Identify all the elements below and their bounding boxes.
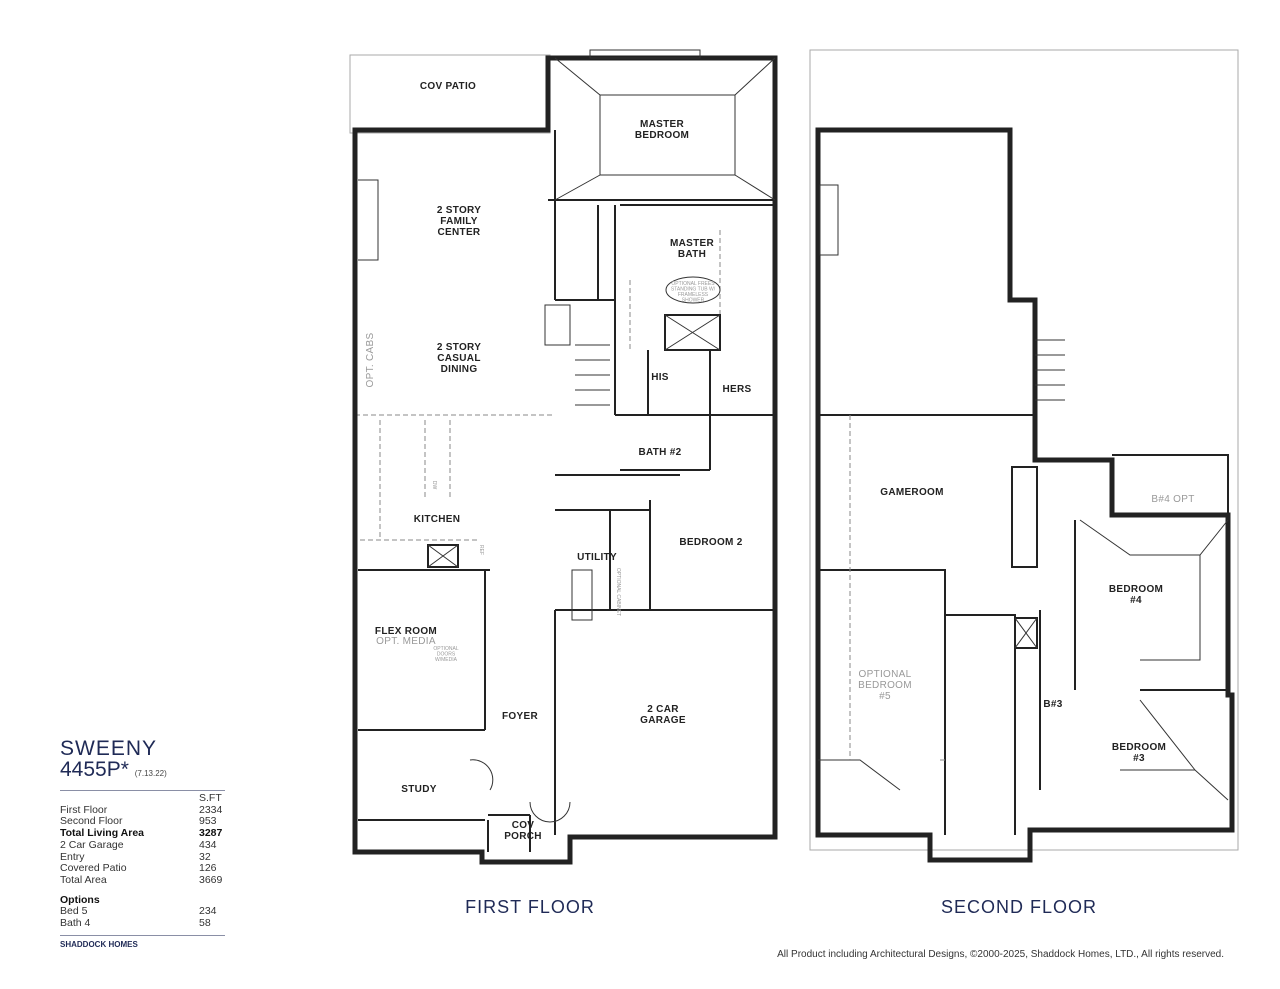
plan-code-value: 4455P* (60, 758, 129, 781)
copyright-notice: All Product including Architectural Desi… (777, 949, 1224, 960)
unit-header: S.FT (199, 792, 222, 804)
area-label: Covered Patio (60, 862, 127, 875)
area-row: Covered Patio 126 (60, 863, 225, 875)
divider (60, 934, 225, 936)
area-row: First Floor 2334 (60, 803, 225, 817)
room-label-b3: B#3 (1043, 699, 1062, 710)
area-value: 32 (199, 850, 211, 863)
divider (60, 790, 225, 791)
area-label: Total Area (60, 873, 107, 886)
area-value: 953 (199, 815, 217, 828)
room-label-utility: UTILITY (577, 552, 617, 563)
plan-info-panel: SWEENY 4455P* (7.13.22) S.FT First Floor… (60, 738, 225, 949)
room-label-kitchen: KITCHEN (414, 514, 461, 525)
room-label-cov-patio: COV PATIO (420, 81, 476, 92)
first-floor-title: FIRST FLOOR (465, 897, 595, 917)
area-value: 2334 (199, 803, 223, 816)
area-row: Entry 32 (60, 850, 225, 864)
area-value: 234 (199, 905, 217, 918)
room-label-bedroom-2: BEDROOM 2 (679, 537, 742, 548)
area-value: 3669 (199, 873, 223, 886)
area-row: Total Living Area 3287 (60, 827, 225, 840)
area-row: Total Area 3669 (60, 873, 225, 887)
area-row: Bath 4 58 (60, 917, 225, 930)
area-value: 434 (199, 838, 217, 851)
area-value: 3287 (199, 827, 223, 840)
options-header: Options (60, 893, 225, 907)
area-label: Second Floor (60, 815, 123, 828)
area-label: Entry (60, 850, 85, 863)
area-label: Bath 4 (60, 917, 91, 930)
room-label-his: HIS (651, 372, 669, 383)
room-label-study: STUDY (401, 784, 436, 795)
second-floor-title: SECOND FLOOR (941, 897, 1097, 917)
first-floor-plan (349, 49, 778, 865)
unit-header-row: S.FT (60, 792, 225, 805)
options-header-label: Options (60, 893, 100, 906)
room-label-b4-opt: B#4 OPT (1151, 494, 1194, 505)
area-label: First Floor (60, 803, 108, 816)
optional-cabinet-label: OPTIONAL CABINET (615, 568, 621, 616)
area-label: Bed 5 (60, 905, 88, 918)
room-label-gameroom: GAMEROOM (880, 487, 944, 498)
brand-name: SHADDOCK HOMES (60, 939, 138, 949)
room-label-opt-media: OPT. MEDIA (376, 636, 436, 647)
area-label: Total Living Area (60, 827, 145, 840)
room-label-bedroom-4: BEDROOM#4 (1109, 584, 1163, 606)
second-floor-plan (809, 49, 1239, 863)
room-label-foyer: FOYER (502, 711, 538, 722)
area-row: 2 Car Garage 434 (60, 838, 225, 852)
room-label-hers: HERS (723, 384, 752, 395)
dishwasher-label: DW (431, 481, 437, 490)
room-label-flex-room: FLEX ROOM (375, 626, 437, 637)
area-value: 58 (199, 917, 211, 930)
plan-code: 4455P* (7.13.22) (60, 759, 225, 785)
area-row: Second Floor 953 (60, 816, 225, 828)
area-label: 2 Car Garage (60, 838, 124, 851)
plan-name: SWEENY (60, 737, 158, 760)
room-label-bedroom-3: BEDROOM#3 (1112, 742, 1166, 764)
plan-date: (7.13.22) (134, 769, 167, 778)
opt-cabs-label: OPT. CABS (365, 333, 376, 388)
ref-label: REF (478, 545, 484, 555)
area-value: 126 (199, 862, 217, 875)
area-row: Bed 5 234 (60, 906, 225, 918)
room-label-bath-2: BATH #2 (638, 447, 681, 458)
